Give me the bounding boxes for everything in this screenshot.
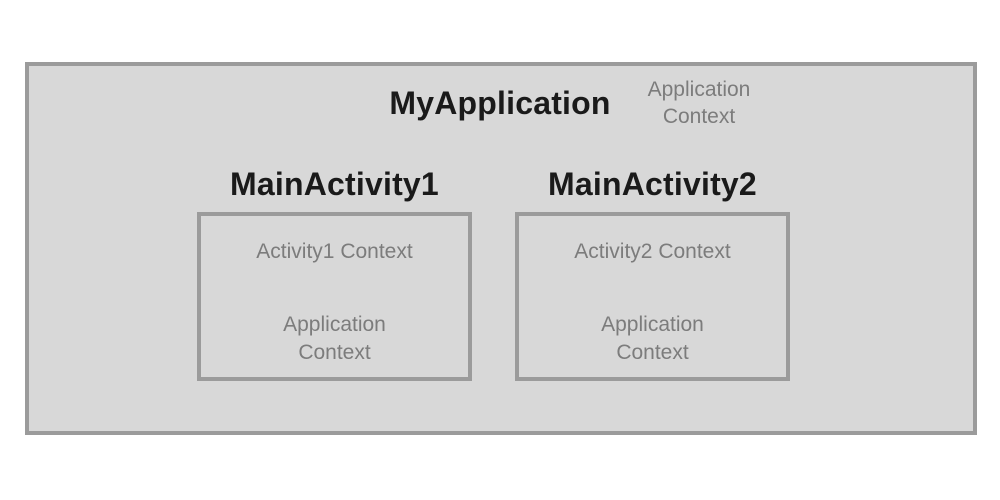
application-context-line-1: Application	[647, 78, 751, 101]
activity2-context-box: Activity2 Context Application Context	[515, 212, 790, 381]
activity1-heading: MainActivity1	[230, 166, 439, 202]
application-context-label: Application Context	[639, 76, 759, 130]
activity1-application-context-line-2: Context	[298, 341, 371, 364]
activity2-heading: MainActivity2	[548, 166, 757, 202]
activity1-context-box: Activity1 Context Application Context	[197, 212, 472, 381]
activity2-application-context-line-1: Application	[601, 313, 704, 336]
application-context-line-2: Context	[662, 105, 736, 128]
activity1-application-context-label: Application Context	[201, 311, 468, 367]
activity2-application-context-label: Application Context	[519, 311, 786, 367]
activity2-application-context-line-2: Context	[616, 341, 689, 364]
activity1-context-label: Activity1 Context	[256, 240, 413, 263]
activity1-application-context-line-1: Application	[283, 313, 386, 336]
application-panel	[25, 62, 977, 435]
application-title: MyApplication	[389, 85, 611, 121]
activity2-context-label: Activity2 Context	[574, 240, 731, 263]
